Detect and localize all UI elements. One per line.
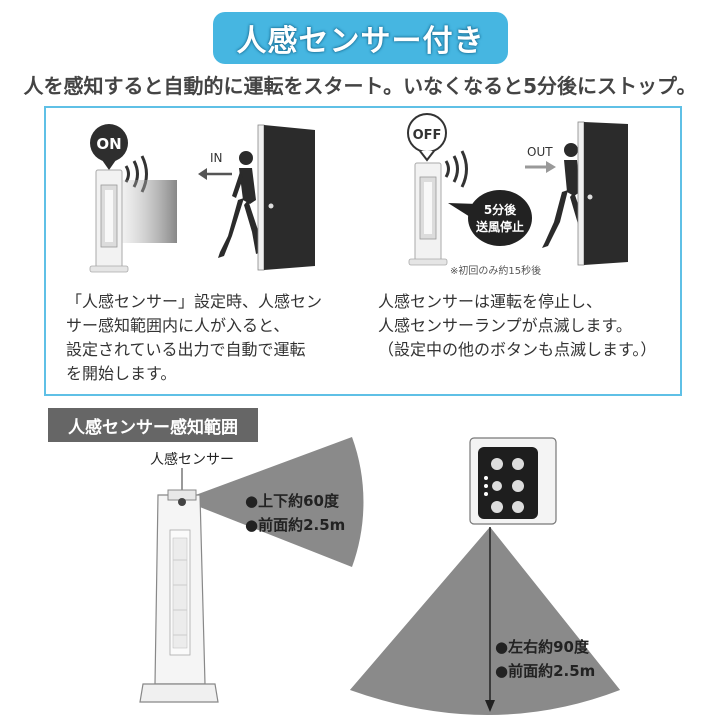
bubble-line1: 5分後 xyxy=(484,202,517,217)
tower-fan-icon xyxy=(408,162,448,266)
door-icon xyxy=(257,124,315,271)
vertical-detection-cone xyxy=(182,437,364,567)
right-caption: 人感センサーは運転を停止し、 人感センサーランプが点滅します。 （設定中の他のボ… xyxy=(378,292,657,359)
vertical-angle-text: ●上下約60度 xyxy=(245,492,339,510)
out-label: OUT xyxy=(527,145,553,159)
title-badge: 人感センサー付き xyxy=(213,12,508,64)
arrow-right-icon xyxy=(525,161,556,173)
page-title: 人感センサー付き xyxy=(236,24,485,59)
door-icon xyxy=(577,121,628,266)
horizontal-distance-text: ●前面約2.5m xyxy=(495,662,596,680)
speech-bubble: 5分後 送風停止 xyxy=(448,190,532,246)
control-panel-icon xyxy=(469,437,557,525)
arrow-down-icon xyxy=(485,527,495,712)
initial-note: ※初回のみ約15秒後 xyxy=(450,266,542,277)
on-badge-label: ON xyxy=(96,135,121,153)
person-walking-icon xyxy=(218,151,262,258)
range-section-tag: 人感センサー感知範囲 xyxy=(48,408,258,442)
off-badge: OFF xyxy=(407,113,447,162)
off-badge-label: OFF xyxy=(413,128,442,143)
tower-fan-icon xyxy=(139,489,219,703)
sensor-wave-icon xyxy=(444,150,468,188)
tower-fan-icon xyxy=(89,169,129,273)
left-caption: 「人感センサー」設定時、人感セン サー感知範囲内に人が入ると、 設定されている出… xyxy=(66,292,323,383)
horizontal-angle-text: ●左右約90度 xyxy=(495,638,589,656)
right-scene: OFF 5分後 送風停止 OUT xyxy=(407,113,628,266)
vertical-distance-text: ●前面約2.5m xyxy=(245,516,346,534)
subtitle: 人を感知すると自動的に運転をスタート。いなくなると5分後にストップ。 xyxy=(23,74,697,98)
arrow-left-icon xyxy=(198,168,232,180)
sensor-label: 人感センサー xyxy=(150,452,234,468)
left-scene: ON IN xyxy=(89,124,315,273)
bubble-line2: 送風停止 xyxy=(475,219,524,234)
in-label: IN xyxy=(210,151,223,165)
on-badge: ON xyxy=(90,124,128,170)
